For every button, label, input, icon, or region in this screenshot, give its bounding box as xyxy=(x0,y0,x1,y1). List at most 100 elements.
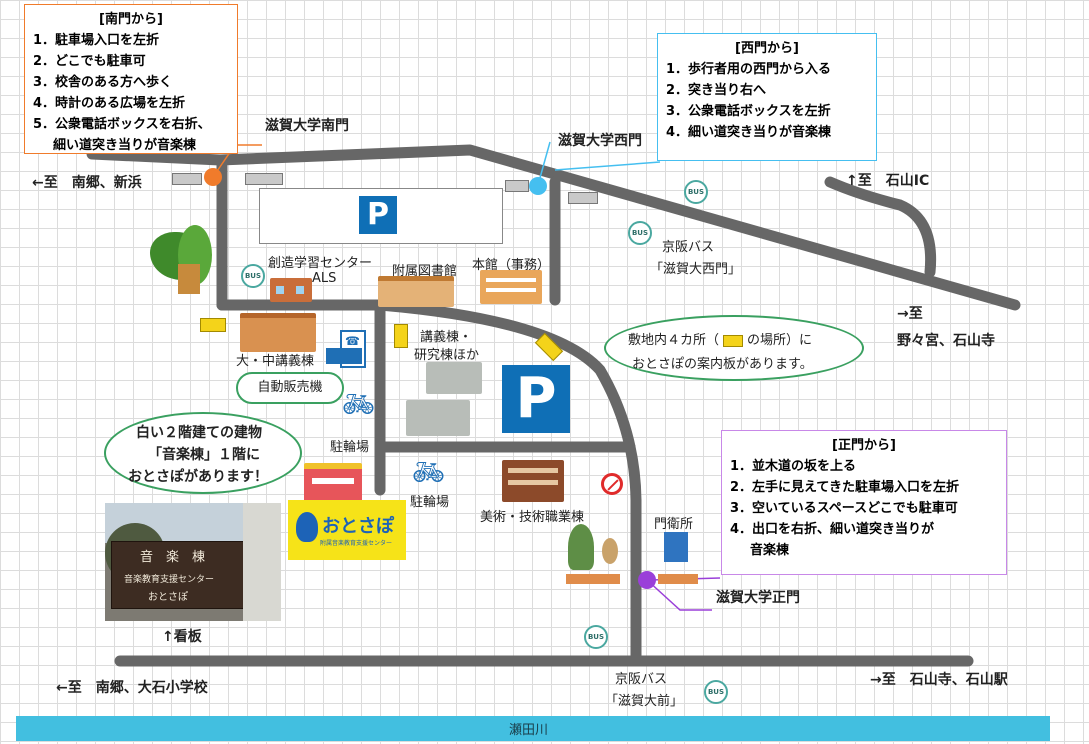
label-center: 創造学習センター xyxy=(268,256,373,271)
main-gate-instructions: [正門から] 1．並木道の坂を上る 2．左手に見えてきた駐車場入口を左折 3．空… xyxy=(721,430,1007,575)
planter-left xyxy=(566,574,620,584)
label-vending: 自動販売機 xyxy=(257,380,323,395)
main-step-4b: 音楽棟 xyxy=(750,543,790,558)
south-step-5: 5．公衆電話ボックスを右折、 xyxy=(33,117,211,132)
bench-west-1 xyxy=(505,180,529,192)
west-step-4: 4．細い道突き当りが音楽棟 xyxy=(666,125,832,140)
callout-line-2: 「音楽棟」１階に xyxy=(148,447,260,463)
photo-sign-line-2: 音楽教育支援センター xyxy=(124,575,215,585)
phone-icon: ☎ xyxy=(345,334,360,348)
otosapo-logo-sub: 附属音楽教育支援センター xyxy=(320,540,393,547)
bicycle-icon-1: 🚲︎ xyxy=(342,390,376,420)
road-north xyxy=(86,144,1021,311)
label-bike-1: 駐輪場 xyxy=(330,440,370,455)
label-center-sub: ALS xyxy=(312,271,337,286)
building-music xyxy=(304,463,362,507)
planter-right xyxy=(658,574,698,584)
photo-sign: 音 楽 棟 音楽教育支援センター おとさぽ xyxy=(111,541,245,609)
main-step-4: 4．出口を右折、細い道突き当りが xyxy=(730,522,935,537)
direction-right-top: ↑至 石山IC xyxy=(846,173,930,189)
west-box-pointer xyxy=(554,161,661,171)
label-lecture: 大・中講義棟 xyxy=(236,354,315,369)
label-research-2: 研究棟ほか xyxy=(414,348,480,363)
main-gate-pointer xyxy=(646,579,712,611)
bus-stop-icon: BUS xyxy=(704,680,728,704)
no-right-turn-icon xyxy=(601,473,623,495)
building-research-2 xyxy=(406,400,470,436)
notice-line-1a: 敷地内４カ所（ xyxy=(628,333,720,348)
otosapo-logo-name: おとさぽ xyxy=(322,516,394,537)
direction-right-mid: 野々宮、石山寺 xyxy=(897,333,995,349)
label-research-1: 講義棟・ xyxy=(420,330,473,345)
west-step-1: 1．歩行者用の西門から入る xyxy=(666,62,832,77)
callout-line-1: 白い２階建ての建物 xyxy=(136,425,262,441)
window-decoration xyxy=(486,278,536,282)
notice-line-2: おとさぽの案内板があります。 xyxy=(632,357,813,372)
label-bus-west-1: 京阪バス xyxy=(662,240,715,255)
bicycle-icon-2: 🚲︎ xyxy=(412,458,446,488)
notice-bubble: 敷地内４カ所（ の場所）に おとさぽの案内板があります。 xyxy=(604,315,864,381)
window-decoration xyxy=(296,286,304,294)
direction-right-mid-arrow: →至 xyxy=(897,306,923,322)
bus-stop-icon: BUS xyxy=(628,221,652,245)
signboard-photo: 音 楽 棟 音楽教育支援センター おとさぽ xyxy=(105,503,281,621)
otosapo-logo: おとさぽ 附属音楽教育支援センター xyxy=(288,500,406,560)
west-step-3: 3．公衆電話ボックスを左折 xyxy=(666,104,831,119)
notice-line-1: 敷地内４カ所（ の場所）に xyxy=(628,329,812,348)
south-step-3: 3．校舎のある方へ歩く xyxy=(33,75,173,90)
vending-machine-icon xyxy=(326,348,362,364)
main-gate-marker xyxy=(638,571,656,589)
bench-south-2 xyxy=(245,173,283,185)
callout-bubble: 白い２階建ての建物 「音楽棟」１階に おとさぽがあります！ xyxy=(104,412,302,494)
west-gate-label: 滋賀大学西門 xyxy=(558,133,642,149)
guard-station-icon xyxy=(664,532,688,562)
main-gate-label: 滋賀大学正門 xyxy=(716,590,800,606)
window-decoration xyxy=(276,286,284,294)
label-main: 本館（事務） xyxy=(472,258,551,273)
parking-north-icon: P xyxy=(359,196,397,234)
vending-bubble: 自動販売機 xyxy=(236,372,344,404)
tree-icon xyxy=(602,538,618,564)
label-bus-front-2: 「滋賀大前」 xyxy=(605,694,684,709)
notice-line-1b: の場所）に xyxy=(747,333,813,348)
south-gate-marker xyxy=(204,168,222,186)
south-gate-instructions: [南門から] 1．駐車場入口を左折 2．どこでも駐車可 3．校舎のある方へ歩く … xyxy=(24,4,238,154)
callout-line-3: おとさぽがあります！ xyxy=(128,469,268,485)
south-step-2: 2．どこでも駐車可 xyxy=(33,54,146,69)
photo-caption: ↑看板 xyxy=(162,629,202,645)
window-decoration xyxy=(486,288,536,292)
info-sign-marker xyxy=(200,318,226,332)
window-decoration xyxy=(508,468,558,473)
building-lecture xyxy=(240,313,316,352)
tree-icon xyxy=(568,524,594,570)
south-step-5b: 細い道突き当りが音楽棟 xyxy=(53,138,197,153)
main-step-1: 1．並木道の坂を上る xyxy=(730,459,857,474)
fence-icon xyxy=(178,264,200,294)
direction-left-bottom: ←至 南郷、大石小学校 xyxy=(56,680,208,696)
direction-right-bottom: →至 石山寺、石山駅 xyxy=(870,672,1008,688)
window-decoration xyxy=(508,480,558,485)
window-decoration xyxy=(312,478,354,484)
bus-stop-icon: BUS xyxy=(241,264,265,288)
west-gate-marker xyxy=(529,177,547,195)
otosapo-mascot-icon xyxy=(296,512,318,542)
building-library xyxy=(378,276,454,307)
label-bus-front-1: 京阪バス xyxy=(615,672,668,687)
south-gate-label: 滋賀大学南門 xyxy=(265,118,349,134)
river-label: 瀬田川 xyxy=(509,723,549,738)
photo-sign-line-1: 音 楽 棟 xyxy=(140,550,206,565)
photo-wall xyxy=(243,503,281,621)
south-step-1: 1．駐車場入口を左折 xyxy=(33,33,160,48)
main-step-2: 2．左手に見えてきた駐車場入口を左折 xyxy=(730,480,960,495)
west-gate-instructions: [西門から] 1．歩行者用の西門から入る 2．突き当り右へ 3．公衆電話ボックス… xyxy=(657,33,877,161)
building-research-1 xyxy=(426,362,482,394)
west-gate-box-title: [西門から] xyxy=(735,41,799,56)
building-main xyxy=(480,270,542,304)
label-bus-west-2: 「滋賀大西門」 xyxy=(650,262,742,277)
label-library: 附属図書館 xyxy=(392,264,458,279)
main-gate-box-title: [正門から] xyxy=(832,438,896,453)
label-arts: 美術・技術職業棟 xyxy=(480,510,585,525)
parking-south-icon: P xyxy=(502,365,570,433)
main-step-3: 3．空いているスペースどこでも駐車可 xyxy=(730,501,958,516)
